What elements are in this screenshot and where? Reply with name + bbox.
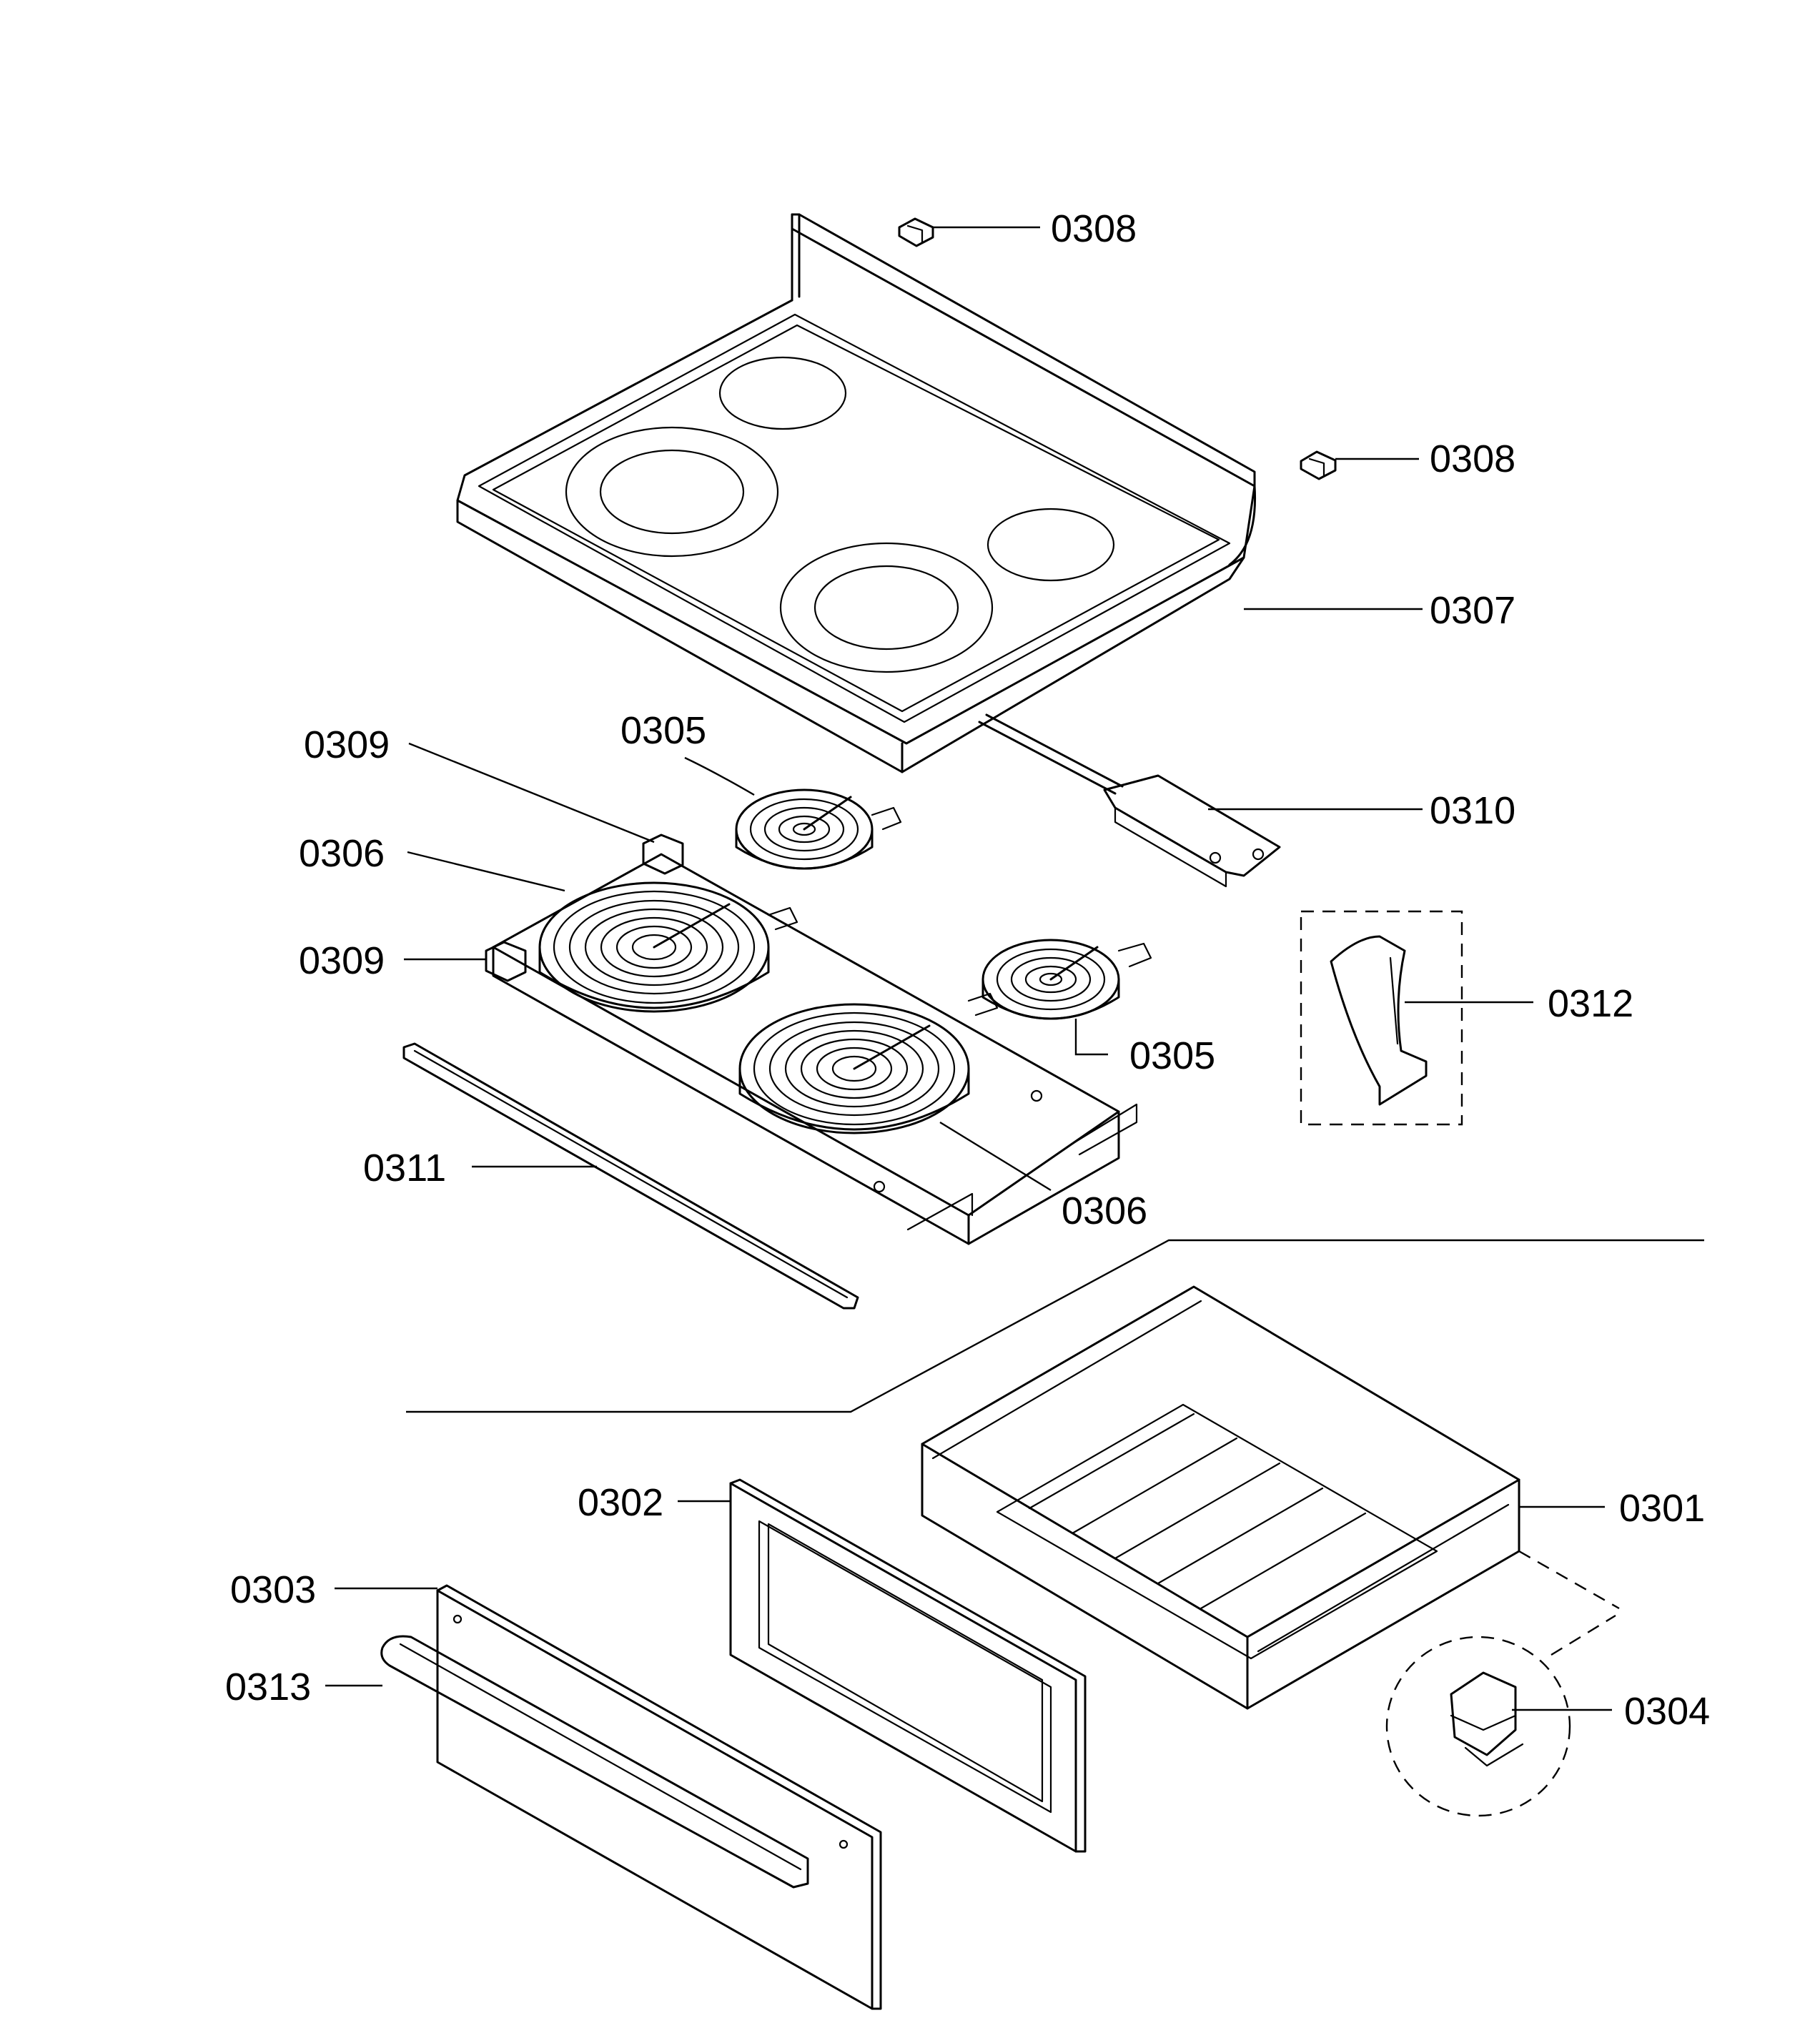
heating-element-0306-left xyxy=(538,881,798,1013)
warming-drawer-0301 xyxy=(921,1285,1520,1710)
label-0301: 0301 xyxy=(1619,1487,1705,1530)
label-0308-right: 0308 xyxy=(1430,437,1515,480)
cooktop-0307 xyxy=(456,213,1257,773)
label-0308-top: 0308 xyxy=(1051,207,1137,250)
label-0309-top: 0309 xyxy=(304,723,390,766)
clip-0308-right xyxy=(1300,450,1337,480)
label-0306-bottom: 0306 xyxy=(1062,1189,1147,1232)
label-0302: 0302 xyxy=(578,1481,663,1524)
bracket-0309-bottom xyxy=(485,941,527,982)
label-0312: 0312 xyxy=(1548,982,1633,1025)
label-0305-top: 0305 xyxy=(620,709,706,752)
label-0313: 0313 xyxy=(225,1666,311,1708)
heating-element-0305-top xyxy=(735,788,902,870)
label-0306-left: 0306 xyxy=(299,832,385,875)
bracket-0309-top xyxy=(642,834,684,875)
label-0310: 0310 xyxy=(1430,789,1515,832)
heating-element-0305-right xyxy=(981,939,1152,1020)
label-0311: 0311 xyxy=(363,1147,446,1189)
part-labels: 0308 0308 0307 0309 0305 0306 0310 0309 … xyxy=(225,207,1710,1733)
label-0307: 0307 xyxy=(1430,589,1515,632)
section-divider xyxy=(406,1239,1704,1413)
label-0305-right: 0305 xyxy=(1129,1034,1215,1077)
heating-element-0306-right xyxy=(738,992,999,1134)
drawer-handle-0313 xyxy=(380,1635,809,1889)
wire-harness-0310 xyxy=(978,713,1281,888)
trim-strip-0311 xyxy=(402,1042,859,1310)
clip-0304-detail xyxy=(1385,1550,1620,1817)
door-liner-0302 xyxy=(729,1478,1087,1853)
label-0303: 0303 xyxy=(230,1568,316,1611)
clip-0312-detail xyxy=(1300,910,1463,1126)
label-0309-bottom: 0309 xyxy=(299,939,385,982)
clip-0308-top xyxy=(898,217,934,247)
leader-lines xyxy=(325,226,1612,1711)
label-0304: 0304 xyxy=(1624,1690,1710,1733)
drawer-front-0303 xyxy=(436,1584,882,2010)
